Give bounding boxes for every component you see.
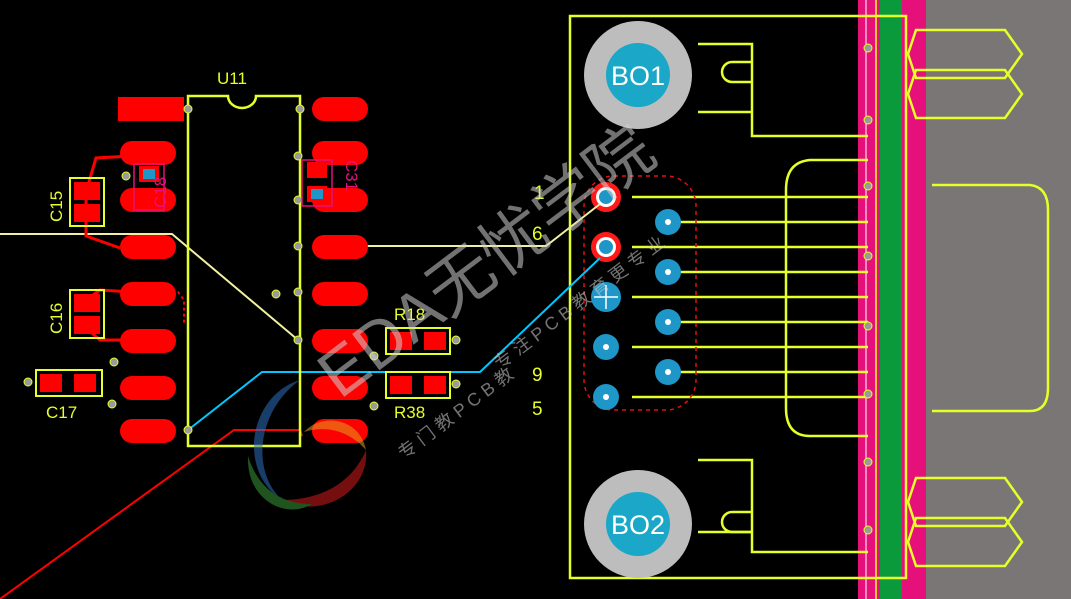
edge-vias bbox=[863, 43, 873, 535]
connector-pad[interactable] bbox=[591, 282, 621, 312]
c16-ref-label: C16 bbox=[47, 303, 66, 334]
connector-pad[interactable] bbox=[655, 359, 681, 385]
pin-label-5: 5 bbox=[532, 399, 543, 420]
pin-label-6: 6 bbox=[532, 224, 543, 245]
c31-component[interactable]: C31 bbox=[301, 159, 361, 207]
r38-component[interactable]: R38 bbox=[385, 371, 451, 422]
r18-component[interactable]: R18 bbox=[385, 305, 451, 355]
brand-swirl-logo-icon bbox=[247, 380, 367, 510]
connector-pad[interactable] bbox=[655, 259, 681, 285]
c17-ref-label: C17 bbox=[46, 403, 77, 422]
u11-vias bbox=[23, 104, 305, 435]
pin-field-outline bbox=[583, 175, 697, 411]
trace-c15 bbox=[84, 154, 133, 193]
c18-component[interactable]: C18 bbox=[133, 163, 170, 211]
c18-ref-label: C18 bbox=[151, 177, 170, 208]
mount-hole-label-top: BO1 bbox=[611, 61, 665, 91]
connector-pad[interactable] bbox=[655, 209, 681, 235]
connector-pad[interactable] bbox=[591, 232, 621, 262]
c17-component[interactable]: C17 bbox=[35, 369, 103, 422]
mount-hole-bo1[interactable]: BO1 bbox=[584, 21, 692, 129]
c15-ref-label: C15 bbox=[47, 191, 66, 222]
r38-ref-label: R38 bbox=[394, 403, 425, 422]
trace-bottom-layer[interactable] bbox=[187, 257, 601, 431]
c15-component[interactable]: C15 bbox=[47, 177, 105, 227]
c31-ref-label: C31 bbox=[342, 160, 361, 191]
keepout-strip-left bbox=[858, 0, 880, 599]
connector-pad[interactable] bbox=[655, 309, 681, 335]
resistor-vias bbox=[369, 335, 461, 411]
connector-pad[interactable] bbox=[593, 384, 619, 410]
mechanical-strip bbox=[880, 0, 902, 599]
trace-net-a[interactable] bbox=[0, 233, 299, 341]
mount-hole-label-bottom: BO2 bbox=[611, 510, 665, 540]
pin-label-1: 1 bbox=[534, 183, 545, 204]
c16-component[interactable]: C16 bbox=[47, 289, 105, 339]
connector-pad[interactable] bbox=[593, 334, 619, 360]
u11-pads-left[interactable] bbox=[118, 97, 184, 443]
u11-outline bbox=[186, 94, 302, 448]
pin-label-9: 9 bbox=[532, 365, 543, 386]
r18-ref-label: R18 bbox=[394, 305, 425, 324]
trace-net-b[interactable] bbox=[342, 203, 601, 247]
mount-hole-bo2[interactable]: BO2 bbox=[584, 470, 692, 578]
u11-ref-label: U11 bbox=[217, 69, 247, 88]
connector-silkscreen bbox=[568, 14, 1050, 580]
